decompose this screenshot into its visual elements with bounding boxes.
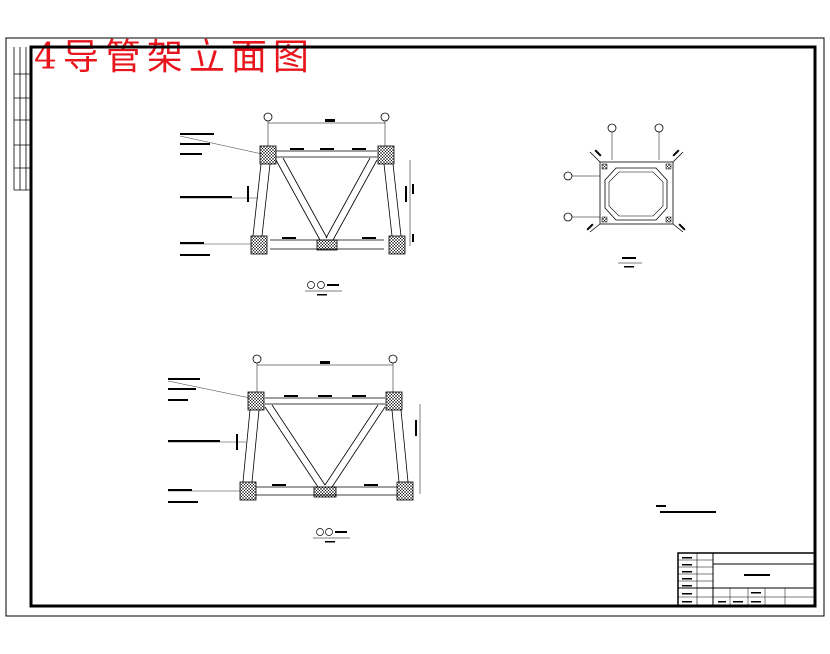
- elevation-view-2: [167, 354, 421, 543]
- title-block: [677, 552, 816, 607]
- outer-border: [5, 37, 825, 617]
- elevation-view-1: [179, 112, 414, 296]
- notes-block: [656, 505, 716, 513]
- left-margin-strip: [13, 47, 31, 191]
- plan-view: [563, 123, 686, 268]
- inner-border: [29, 45, 817, 608]
